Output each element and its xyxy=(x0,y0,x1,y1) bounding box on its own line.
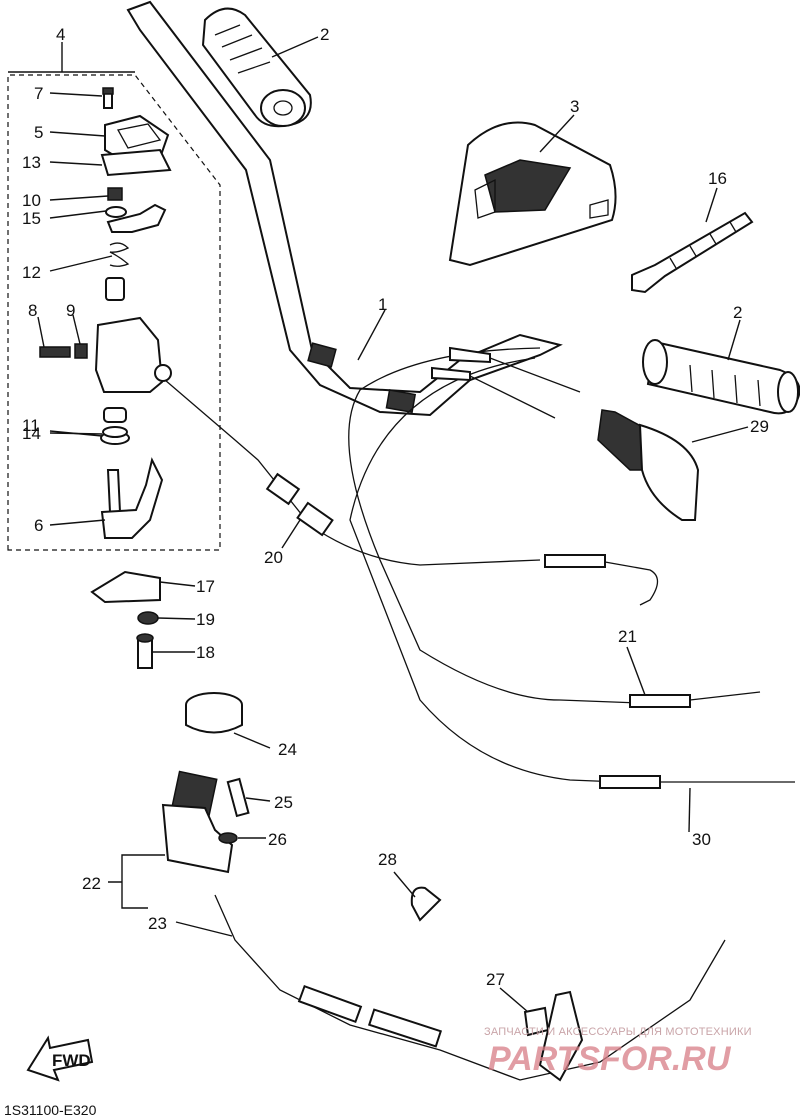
callout-30: 30 xyxy=(692,830,711,849)
callout-10: 10 xyxy=(22,191,41,210)
callout-6: 6 xyxy=(34,516,43,535)
callout-23: 23 xyxy=(148,914,167,933)
callout-11: 11 xyxy=(22,416,40,435)
handlebar-pad xyxy=(448,121,617,267)
watermark-logo: PARTSFOR.RU xyxy=(488,1040,731,1078)
lever-boot xyxy=(597,409,700,521)
callout-28: 28 xyxy=(378,850,397,869)
callout-17: 17 xyxy=(196,577,215,596)
grip-left xyxy=(201,7,312,128)
callout-12: 12 xyxy=(22,263,41,282)
callout-19: 19 xyxy=(196,610,215,629)
callout-26: 26 xyxy=(268,830,287,849)
callout-27: 27 xyxy=(486,970,505,989)
grip-right xyxy=(642,339,800,415)
callout-15: 15 xyxy=(22,209,41,228)
cables xyxy=(164,346,795,789)
callout-18: 18 xyxy=(196,643,215,662)
callout-24: 24 xyxy=(278,740,297,759)
callout-25: 25 xyxy=(274,793,293,812)
callout-14-text: 14 xyxy=(22,424,41,443)
callout-2-left: 2 xyxy=(320,25,329,44)
callout-13: 13 xyxy=(22,153,41,172)
diagram-code: 1S31100-E320 xyxy=(4,1102,97,1118)
fwd-arrow: FWD xyxy=(26,1035,94,1082)
callout-20: 20 xyxy=(264,548,283,567)
callout-1: 1 xyxy=(378,295,387,314)
fwd-label: FWD xyxy=(52,1051,91,1070)
handlebar xyxy=(126,0,563,417)
callout-5: 5 xyxy=(34,123,43,142)
callout-16: 16 xyxy=(708,169,727,188)
callout-4: 4 xyxy=(56,25,65,44)
cable-tie xyxy=(631,211,754,294)
callout-7: 7 xyxy=(34,84,43,103)
callout-14-span: 14 xyxy=(22,424,41,443)
callout-3: 3 xyxy=(570,97,579,116)
callout-21: 21 xyxy=(618,627,637,646)
callout-9: 9 xyxy=(66,301,75,320)
callout-labels: 4 2 3 7 5 13 10 15 12 8 9 11 14 6 17 19 … xyxy=(22,25,769,989)
hot-starter-parts xyxy=(161,692,726,1082)
callout-29: 29 xyxy=(750,417,769,436)
switch-parts xyxy=(39,87,172,669)
watermark-tagline: ЗАПЧАСТИ И АКСЕССУАРЫ ДЛЯ МОТОТЕХНИКИ xyxy=(484,1026,752,1038)
leader-lines xyxy=(8,36,749,1013)
callout-2-right: 2 xyxy=(733,303,742,322)
callout-8: 8 xyxy=(28,301,37,320)
callout-22: 22 xyxy=(82,874,101,893)
